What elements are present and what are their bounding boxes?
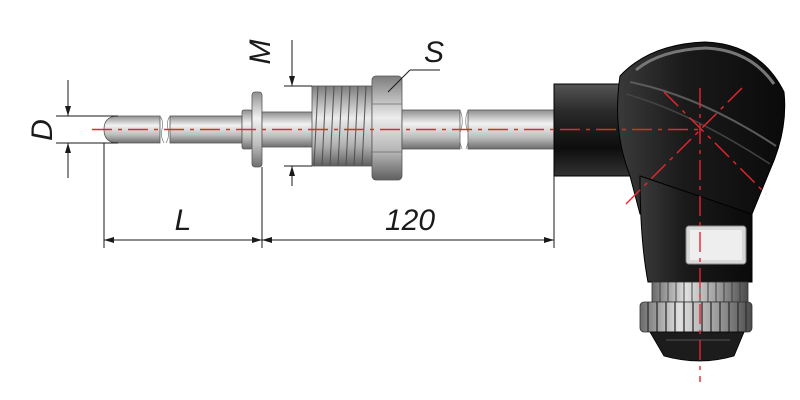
hex-nut [371,75,403,181]
dimensions [56,40,555,248]
label-l: L [175,204,192,237]
m-arrow-bottom [289,166,295,176]
cable-gland [639,281,753,362]
diagonal-axis-2 [663,91,767,195]
thread-fitting [311,85,373,167]
label-m: M [244,40,277,65]
length-120-arrow-left [262,237,272,243]
label-length-120: 120 [385,204,435,237]
thread-grooves [313,85,367,167]
s-leader [387,69,411,93]
d-arrow-top [65,106,71,116]
m-arrow-top [289,76,295,86]
connection-head [553,41,786,283]
diagonal-axis-1 [625,83,747,205]
l-arrow-left [104,237,114,243]
length-120-arrow-right [544,237,554,243]
connecting-tube [401,109,555,150]
center-axes [92,83,767,382]
d-arrow-bottom [65,143,71,153]
label-d: D [26,119,59,141]
label-s: S [424,36,444,69]
l-arrow-right [252,237,262,243]
